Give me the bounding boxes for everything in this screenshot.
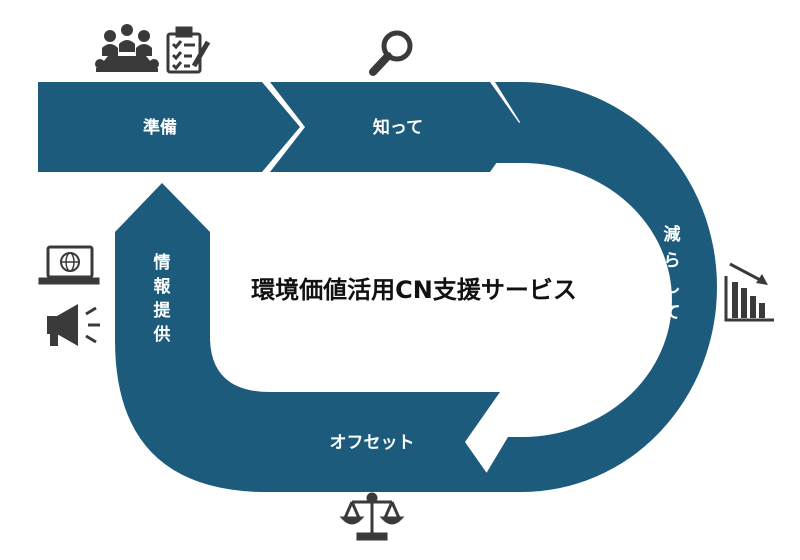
checklist-icon — [166, 26, 211, 74]
globe-monitor-icon — [38, 245, 100, 285]
meeting-icon — [95, 24, 159, 72]
step-label-offset: オフセット — [330, 433, 415, 453]
band-reduce — [475, 82, 717, 492]
vertical-label-char: 提 — [154, 301, 172, 321]
balance-scale-icon — [339, 492, 405, 541]
vertical-label-char: 情 — [154, 252, 171, 273]
arrow-step-prepare — [38, 82, 300, 172]
step-label-know: 知って — [372, 117, 423, 138]
megaphone-icon — [47, 304, 100, 346]
center-title: 環境価値活用CN支援サービス — [251, 276, 577, 304]
vertical-label-char: ら — [664, 251, 681, 271]
step-label-prepare: 準備 — [143, 117, 177, 138]
vertical-label-char: て — [664, 303, 681, 323]
vertical-label-char: 減 — [664, 224, 681, 245]
arrow-step-know — [270, 82, 522, 172]
vertical-label-char: 供 — [153, 324, 171, 345]
band-info — [115, 183, 290, 492]
declining-chart-icon — [724, 262, 774, 322]
vertical-label-char: し — [664, 277, 681, 297]
vertical-label-char: 報 — [154, 276, 172, 297]
magnifier-icon — [369, 30, 413, 76]
arrow-step-offset — [228, 392, 500, 492]
